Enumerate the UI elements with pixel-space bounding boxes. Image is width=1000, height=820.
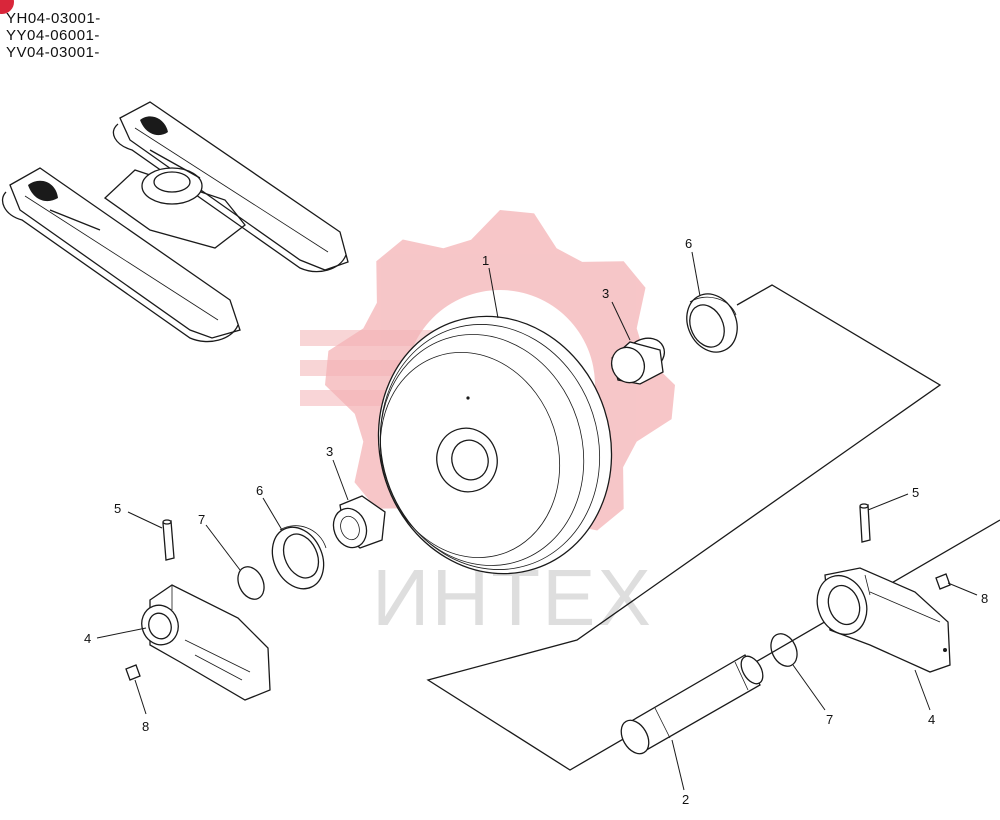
serial-number: YV04-03001- [6,44,100,61]
callout-4-left: 4 [84,631,91,646]
pin-right [859,503,871,543]
callout-3-upper: 3 [602,286,609,301]
callout-labels: 1 2 3 3 4 4 5 5 6 6 7 7 8 8 [84,236,988,807]
callout-2: 2 [682,792,689,807]
bushing-upper [610,337,665,385]
support-bracket-left [141,584,271,701]
track-frame-overview [1,101,349,343]
serial-number: YY04-06001- [6,27,100,44]
callout-8-left: 8 [142,719,149,734]
callout-7-right: 7 [826,712,833,727]
serial-number-list: YH04-03001- YY04-06001- YV04-03001- [6,10,101,61]
floating-seal-upper [686,293,738,353]
serial-number: YH04-03001- [6,10,101,27]
callout-1: 1 [482,253,489,268]
plug-left [125,664,141,681]
callout-3-lower: 3 [326,444,333,459]
plug-right [935,573,951,590]
idler-wheel [377,315,613,575]
callout-6-lower: 6 [256,483,263,498]
leader-lines [96,251,978,791]
callout-7-left: 7 [198,512,205,527]
floating-seal-lower [271,525,327,590]
callout-5-left: 5 [114,501,121,516]
bushing-lower [332,495,386,549]
o-ring-left [237,566,265,600]
callout-4-right: 4 [928,712,935,727]
callout-8-right: 8 [981,591,988,606]
support-bracket-right [816,567,951,673]
o-ring-right [770,633,798,667]
assembly-plate-outline [426,284,1000,771]
pin-left [162,519,175,561]
callout-6-upper: 6 [685,236,692,251]
callout-5-right: 5 [912,485,919,500]
shaft [620,654,764,755]
